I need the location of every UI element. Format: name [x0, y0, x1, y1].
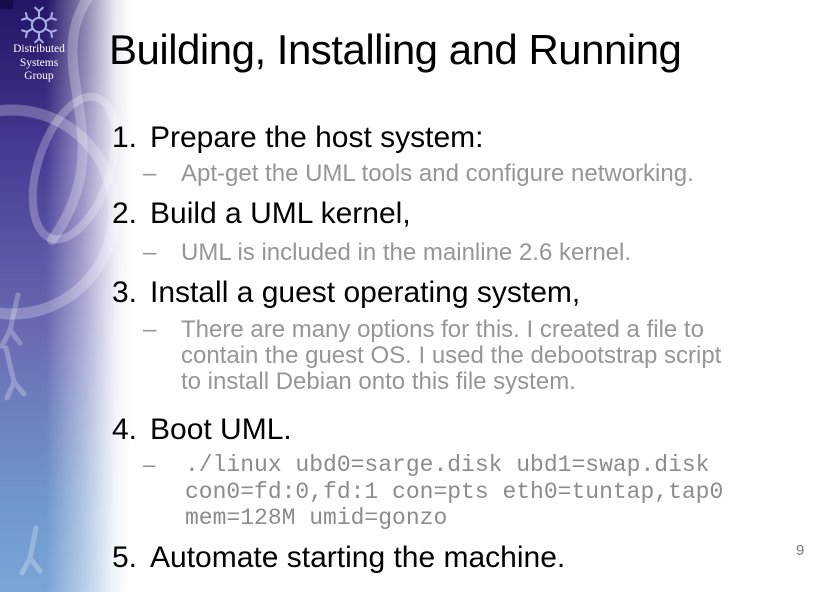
- code-line: mem=128M umid=gonzo: [185, 505, 448, 531]
- item-text: Boot UML.: [150, 413, 292, 446]
- logo-line-3: Group: [24, 70, 54, 82]
- sub-bullet-3: – There are many options for this. I cre…: [143, 317, 721, 395]
- corner-block: [0, 0, 13, 9]
- logo-text: Distributed Systems Group: [0, 43, 78, 84]
- item-text: Install a guest operating system,: [150, 276, 581, 309]
- dash-bullet: –: [143, 239, 157, 266]
- sub-bullet-4-code: – ./linux ubd0=sarge.disk ubd1=swap.disk…: [143, 452, 723, 532]
- code-line: ./linux ubd0=sarge.disk ubd1=swap.disk: [185, 452, 710, 478]
- list-item-5: 5. Automate starting the machine.: [112, 541, 565, 575]
- dash-bullet: –: [143, 316, 157, 343]
- bullet-line: UML is included in the mainline 2.6 kern…: [181, 239, 632, 266]
- item-number: 1.: [112, 121, 138, 154]
- dash-bullet: –: [143, 452, 156, 477]
- list-item-3: 3. Install a guest operating system,: [112, 276, 580, 310]
- list-item-4: 4. Boot UML.: [112, 413, 292, 447]
- item-text: Automate starting the machine.: [150, 541, 566, 574]
- sub-bullet-2: – UML is included in the mainline 2.6 ke…: [143, 240, 631, 266]
- slide-title: Building, Installing and Running: [109, 26, 682, 73]
- bullet-line: contain the guest OS. I used the deboots…: [181, 342, 722, 369]
- item-number: 5.: [112, 541, 138, 574]
- item-number: 2.: [112, 197, 138, 230]
- dash-bullet: –: [143, 160, 157, 187]
- bullet-line: There are many options for this. I creat…: [181, 316, 704, 343]
- snowflake-molecule-icon: [21, 6, 57, 44]
- bullet-line: to install Debian onto this file system.: [181, 368, 576, 395]
- item-text: Build a UML kernel,: [150, 197, 411, 230]
- item-number: 4.: [112, 413, 138, 446]
- item-text: Prepare the host system:: [150, 121, 484, 154]
- logo-line-1: Distributed: [13, 43, 65, 55]
- sidebar: Distributed Systems Group: [0, 0, 135, 592]
- sidebar-white-fade: [0, 0, 135, 592]
- sub-bullet-1: – Apt-get the UML tools and configure ne…: [143, 161, 694, 187]
- item-number: 3.: [112, 276, 138, 309]
- logo-line-2: Systems: [19, 56, 59, 69]
- page-number: 9: [796, 542, 805, 559]
- code-line: con0=fd:0,fd:1 con=pts eth0=tuntap,tap0: [185, 478, 724, 505]
- list-item-2: 2. Build a UML kernel,: [112, 197, 411, 231]
- bullet-line: Apt-get the UML tools and configure netw…: [181, 160, 694, 187]
- list-item-1: 1. Prepare the host system:: [112, 121, 484, 155]
